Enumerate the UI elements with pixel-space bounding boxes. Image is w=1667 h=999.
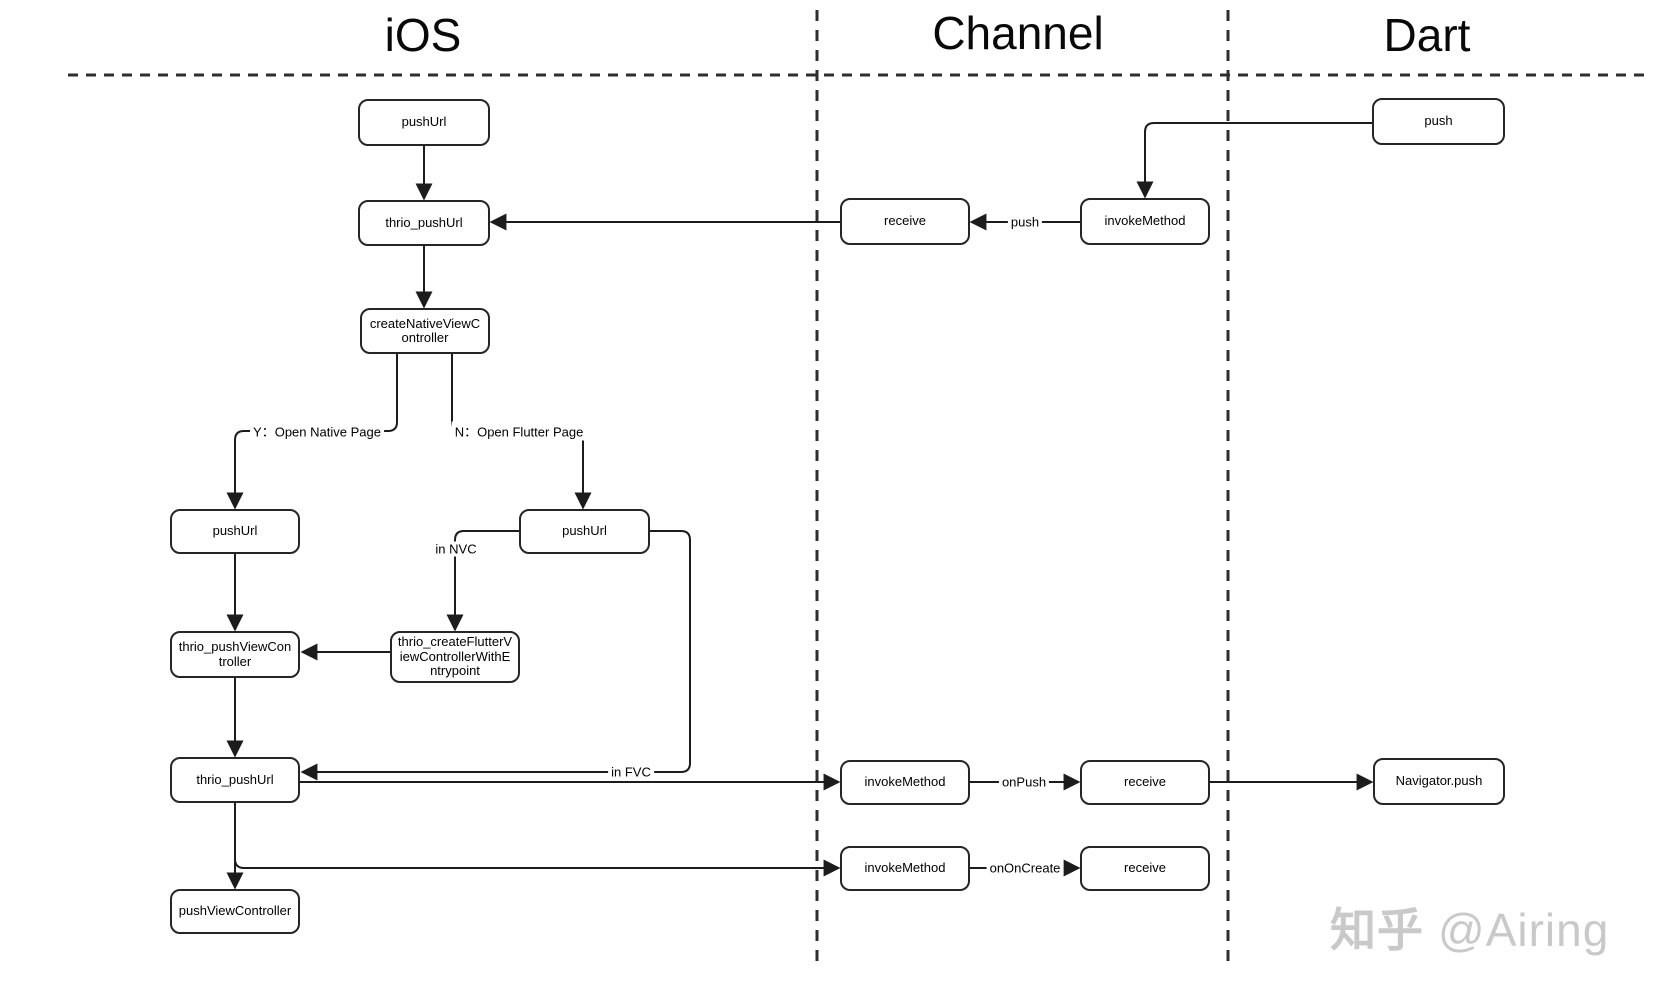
- node-label: createNativeViewController: [369, 315, 481, 345]
- node-invokeMethod-onPush: invokeMethod: [840, 760, 970, 805]
- node-label: thrio_pushViewController: [178, 639, 292, 669]
- edge-label-branch-yes-open-native: Y：Open Native Page: [250, 421, 384, 441]
- edge-label-invokeMethod-to-receive-onOnCreate: onOnCreate: [986, 860, 1064, 876]
- watermark-handle: @Airing: [1438, 904, 1610, 956]
- lane-title-channel: Channel: [932, 7, 1104, 59]
- node-label: thrio_createFlutterViewControllerWithEnt…: [397, 634, 513, 679]
- node-thrio-pushUrl-bottom: thrio_pushUrl: [170, 757, 300, 803]
- node-pushUrl-native: pushUrl: [170, 509, 300, 554]
- edge-dartPush-to-invokeMethod: [1136, 122, 1372, 199]
- node-label: receive: [1124, 774, 1166, 790]
- node-label: pushUrl: [562, 523, 607, 539]
- node-receive-push: receive: [840, 198, 970, 245]
- node-label: receive: [884, 213, 926, 229]
- node-pushUrl-entry: pushUrl: [358, 99, 490, 146]
- node-push-dart: push: [1372, 98, 1505, 145]
- node-thrio-pushViewController: thrio_pushViewController: [170, 631, 300, 678]
- node-invokeMethod-push: invokeMethod: [1080, 198, 1210, 245]
- watermark-brand: 知乎: [1330, 904, 1424, 956]
- edge-pushUrl-in-FVC: [300, 530, 691, 781]
- node-pushUrl-flutter: pushUrl: [519, 509, 650, 554]
- node-label: thrio_pushUrl: [385, 214, 463, 230]
- node-thrio-pushUrl-top: thrio_pushUrl: [358, 200, 490, 246]
- node-createNativeViewController: createNativeViewController: [360, 308, 490, 354]
- node-label: invokeMethod: [864, 860, 946, 876]
- edge-label-pushUrl-in-FVC: in FVC: [608, 764, 654, 780]
- node-receive-onOnCreate: receive: [1080, 846, 1210, 891]
- node-label: Navigator.push: [1395, 773, 1483, 789]
- edge-label-invokeMethod-to-receive-push: push: [1007, 214, 1043, 230]
- lane-title-ios: iOS: [384, 9, 462, 61]
- node-label: pushUrl: [401, 114, 447, 130]
- node-invokeMethod-onOnCreate: invokeMethod: [840, 846, 970, 891]
- edge-label-invokeMethod-to-receive-onPush: onPush: [998, 774, 1050, 790]
- node-label: invokeMethod: [1104, 213, 1186, 229]
- node-label: pushViewController: [178, 903, 292, 919]
- watermark: 知乎 @Airing: [1330, 894, 1609, 960]
- node-label: pushUrl: [212, 523, 258, 539]
- node-label: push: [1424, 113, 1453, 129]
- node-receive-onPush: receive: [1080, 760, 1210, 805]
- node-thrio-createFlutterViewControllerWithEntrypoint: thrio_createFlutterViewControllerWithEnt…: [390, 631, 520, 683]
- edge-thrioPushUrl-to-invokeMethod-onOnCreate: [234, 803, 841, 877]
- node-label: invokeMethod: [864, 774, 946, 790]
- node-navigator-push: Navigator.push: [1373, 758, 1505, 805]
- node-label: receive: [1124, 860, 1166, 876]
- edge-label-branch-no-open-flutter: N：Open Flutter Page: [451, 421, 587, 441]
- node-label: thrio_pushUrl: [196, 771, 274, 787]
- lane-title-dart: Dart: [1383, 9, 1471, 61]
- node-pushViewController: pushViewController: [170, 889, 300, 934]
- edge-pushUrl-in-NVC: [446, 530, 519, 632]
- edge-label-pushUrl-in-NVC: in NVC: [432, 541, 480, 557]
